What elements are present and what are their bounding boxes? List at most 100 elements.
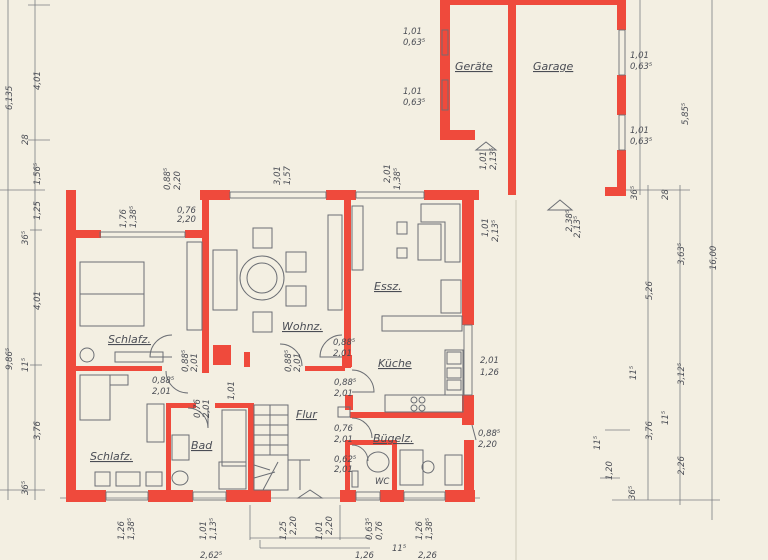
svg-text:1,26: 1,26 — [480, 368, 500, 378]
svg-text:0,63⁵: 0,63⁵ — [403, 38, 426, 48]
svg-text:3,76: 3,76 — [33, 420, 43, 440]
svg-text:0,88⁵: 0,88⁵ — [284, 349, 294, 372]
svg-text:3,01: 3,01 — [273, 166, 283, 185]
room-label-buegelz: Bügelz. — [373, 432, 414, 445]
svg-text:6,135: 6,135 — [5, 86, 15, 110]
svg-text:1,38⁵: 1,38⁵ — [425, 517, 435, 540]
svg-text:1,25: 1,25 — [33, 201, 43, 220]
walls — [66, 0, 626, 502]
svg-text:2,20: 2,20 — [177, 215, 196, 225]
svg-text:1,01: 1,01 — [630, 51, 649, 61]
svg-text:1,26: 1,26 — [117, 520, 127, 540]
room-label-wc: WC — [375, 477, 389, 487]
furniture — [79, 203, 464, 491]
svg-text:2,01: 2,01 — [152, 387, 171, 397]
svg-text:2,01: 2,01 — [334, 435, 353, 445]
svg-text:0,88⁵: 0,88⁵ — [152, 376, 175, 386]
svg-text:2,01: 2,01 — [334, 465, 353, 475]
bottom-dimensions: 2,62⁵ 1,26 11⁵ 2,26 — [200, 544, 438, 560]
svg-text:1,38⁵: 1,38⁵ — [129, 205, 139, 228]
svg-text:36⁵: 36⁵ — [630, 185, 640, 200]
svg-text:11⁵: 11⁵ — [21, 357, 31, 372]
svg-text:28: 28 — [21, 134, 31, 145]
svg-text:1,26: 1,26 — [415, 520, 425, 540]
svg-text:1,01: 1,01 — [479, 151, 489, 170]
svg-text:1,01: 1,01 — [630, 126, 649, 136]
svg-text:1,01: 1,01 — [315, 521, 325, 540]
svg-text:2,01: 2,01 — [202, 399, 212, 418]
svg-text:2,20: 2,20 — [478, 440, 497, 450]
svg-text:0,88⁵: 0,88⁵ — [334, 378, 357, 388]
staircase — [253, 404, 310, 491]
svg-text:2,13⁵: 2,13⁵ — [489, 147, 499, 170]
svg-text:1,01: 1,01 — [403, 27, 422, 37]
svg-text:2,62⁵: 2,62⁵ — [200, 551, 223, 560]
svg-text:0,76: 0,76 — [193, 398, 203, 418]
svg-text:1,57: 1,57 — [283, 165, 293, 185]
svg-text:11⁵: 11⁵ — [661, 410, 671, 425]
svg-text:4,01: 4,01 — [33, 71, 43, 90]
svg-text:2,01: 2,01 — [383, 164, 393, 183]
svg-text:1,01: 1,01 — [227, 381, 237, 400]
svg-text:11⁵: 11⁵ — [392, 544, 407, 554]
svg-text:1,76: 1,76 — [119, 208, 129, 228]
svg-text:2,13⁵: 2,13⁵ — [491, 219, 501, 242]
svg-text:0,88⁵: 0,88⁵ — [478, 429, 501, 439]
svg-text:2,01: 2,01 — [190, 353, 200, 372]
svg-text:2,01: 2,01 — [480, 356, 499, 366]
svg-text:0,63⁵: 0,63⁵ — [365, 517, 375, 540]
opening-dimensions: 1,01 0,63⁵ 1,01 0,63⁵ 1,01 0,63⁵ 1,01 0,… — [117, 27, 653, 540]
svg-text:0,63⁵: 0,63⁵ — [630, 137, 653, 147]
svg-text:5,85⁵: 5,85⁵ — [681, 102, 691, 125]
svg-text:36⁵: 36⁵ — [21, 230, 31, 245]
room-label-essz: Essz. — [374, 280, 402, 293]
svg-text:2,26: 2,26 — [418, 551, 438, 560]
right-dimensions: 5,85⁵ 36⁵ 28 5,26 11⁵ 3,76 3,63⁵ 3,12⁵ 1… — [593, 102, 719, 500]
svg-text:0,63⁵: 0,63⁵ — [403, 98, 426, 108]
room-label-flur: Flur — [296, 408, 318, 421]
svg-text:4,01: 4,01 — [33, 291, 43, 310]
svg-text:1,25: 1,25 — [279, 521, 289, 540]
svg-text:0,76: 0,76 — [375, 520, 385, 540]
svg-text:0,88⁵: 0,88⁵ — [163, 167, 173, 190]
svg-text:2,13⁵: 2,13⁵ — [573, 215, 583, 238]
svg-text:2,01: 2,01 — [293, 353, 303, 372]
windows — [99, 29, 626, 501]
svg-text:1,01: 1,01 — [481, 218, 491, 237]
room-label-bad: Bad — [191, 439, 213, 452]
room-label-schlafz-top: Schlafz. — [108, 333, 151, 346]
svg-text:2,20: 2,20 — [325, 516, 335, 535]
svg-text:36⁵: 36⁵ — [628, 485, 638, 500]
left-dimensions: 6,135 4,01 28 1,56⁵ 9,86⁵ 1,25 36⁵ 4,01 … — [5, 71, 43, 495]
svg-text:2,20: 2,20 — [173, 171, 183, 190]
svg-text:1,20: 1,20 — [605, 461, 615, 480]
door-swings — [149, 141, 574, 499]
svg-text:0,88⁵: 0,88⁵ — [181, 349, 191, 372]
svg-text:2,01: 2,01 — [333, 349, 352, 359]
svg-text:2,01: 2,01 — [334, 389, 353, 399]
svg-text:2,26: 2,26 — [677, 455, 687, 475]
room-label-geraete: Geräte — [455, 60, 493, 73]
svg-text:11⁵: 11⁵ — [629, 365, 639, 380]
room-label-kueche: Küche — [378, 357, 412, 370]
svg-text:1,13⁵: 1,13⁵ — [209, 517, 219, 540]
svg-text:1,01: 1,01 — [403, 87, 422, 97]
svg-text:9,86⁵: 9,86⁵ — [5, 347, 15, 370]
svg-text:36⁵: 36⁵ — [21, 480, 31, 495]
svg-text:1,56⁵: 1,56⁵ — [33, 162, 43, 185]
room-labels: Geräte Garage Schlafz. Wohnz. Essz. Küch… — [90, 60, 574, 487]
svg-text:0,76: 0,76 — [177, 206, 197, 216]
svg-text:1,26: 1,26 — [355, 551, 375, 560]
svg-text:0,63⁵: 0,63⁵ — [630, 62, 653, 72]
svg-text:3,63⁵: 3,63⁵ — [677, 242, 687, 265]
svg-text:3,12⁵: 3,12⁵ — [677, 362, 687, 385]
room-label-schlafz-bottom: Schlafz. — [90, 450, 133, 463]
svg-text:1,38⁵: 1,38⁵ — [127, 517, 137, 540]
svg-text:28: 28 — [661, 189, 671, 200]
svg-text:16,00: 16,00 — [709, 246, 719, 270]
svg-text:2,38⁵: 2,38⁵ — [565, 209, 575, 232]
room-label-wohnz: Wohnz. — [282, 320, 323, 333]
svg-text:1,01: 1,01 — [199, 521, 209, 540]
svg-text:0,62⁵: 0,62⁵ — [334, 455, 357, 465]
